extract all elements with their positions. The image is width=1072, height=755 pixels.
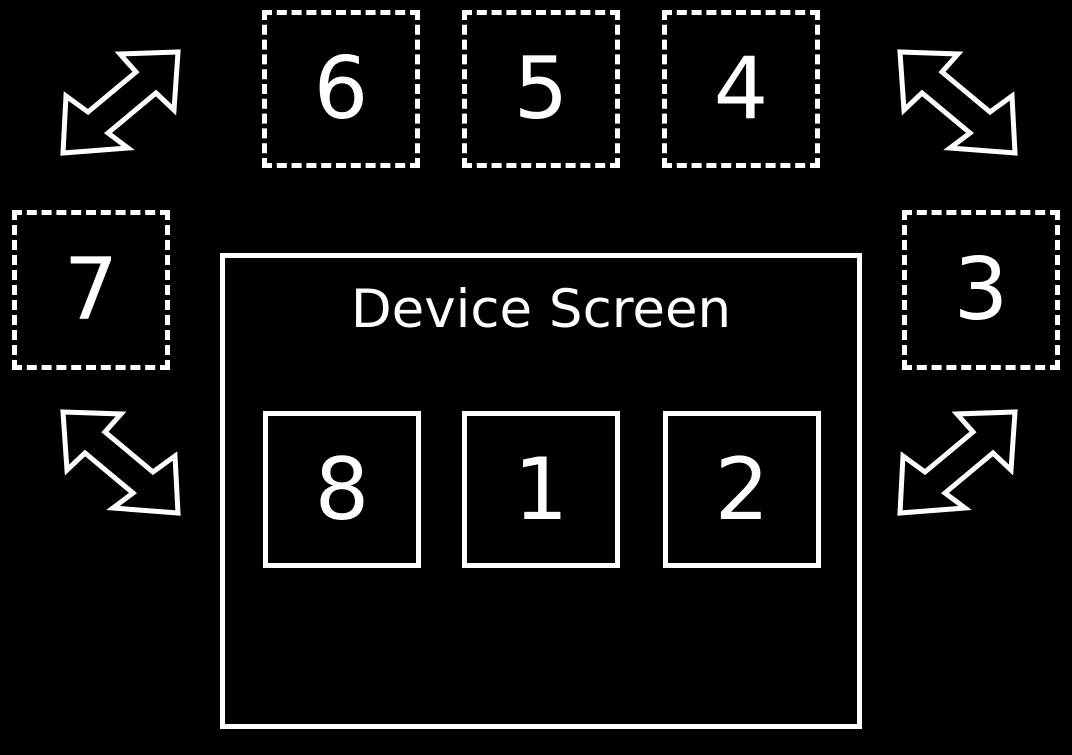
double-arrow-icon (60, 409, 181, 516)
region-2[interactable]: 2 (663, 411, 821, 568)
region-6[interactable]: 6 (262, 10, 420, 168)
region-label: 7 (63, 240, 119, 340)
region-3[interactable]: 3 (902, 210, 1060, 370)
region-8[interactable]: 8 (263, 411, 421, 568)
region-label: 4 (713, 39, 769, 139)
region-1[interactable]: 1 (462, 411, 620, 568)
region-label: 5 (513, 39, 569, 139)
region-label: 8 (314, 439, 370, 540)
arrow-bottom-right (895, 408, 1020, 518)
region-5[interactable]: 5 (462, 10, 620, 168)
arrow-bottom-left (58, 408, 183, 518)
region-7[interactable]: 7 (12, 210, 170, 370)
double-arrow-icon (897, 49, 1018, 156)
device-screen-title: Device Screen (350, 279, 732, 340)
region-label: 3 (953, 240, 1009, 340)
region-label: 6 (313, 39, 369, 139)
arrow-top-left (58, 48, 183, 158)
arrow-top-right (895, 48, 1020, 158)
region-label: 1 (513, 439, 569, 540)
region-4[interactable]: 4 (662, 10, 820, 168)
double-arrow-icon (60, 49, 181, 156)
double-arrow-icon (897, 409, 1018, 516)
region-label: 2 (714, 439, 770, 540)
device-screen[interactable]: Device Screen 8 1 2 (220, 253, 862, 729)
